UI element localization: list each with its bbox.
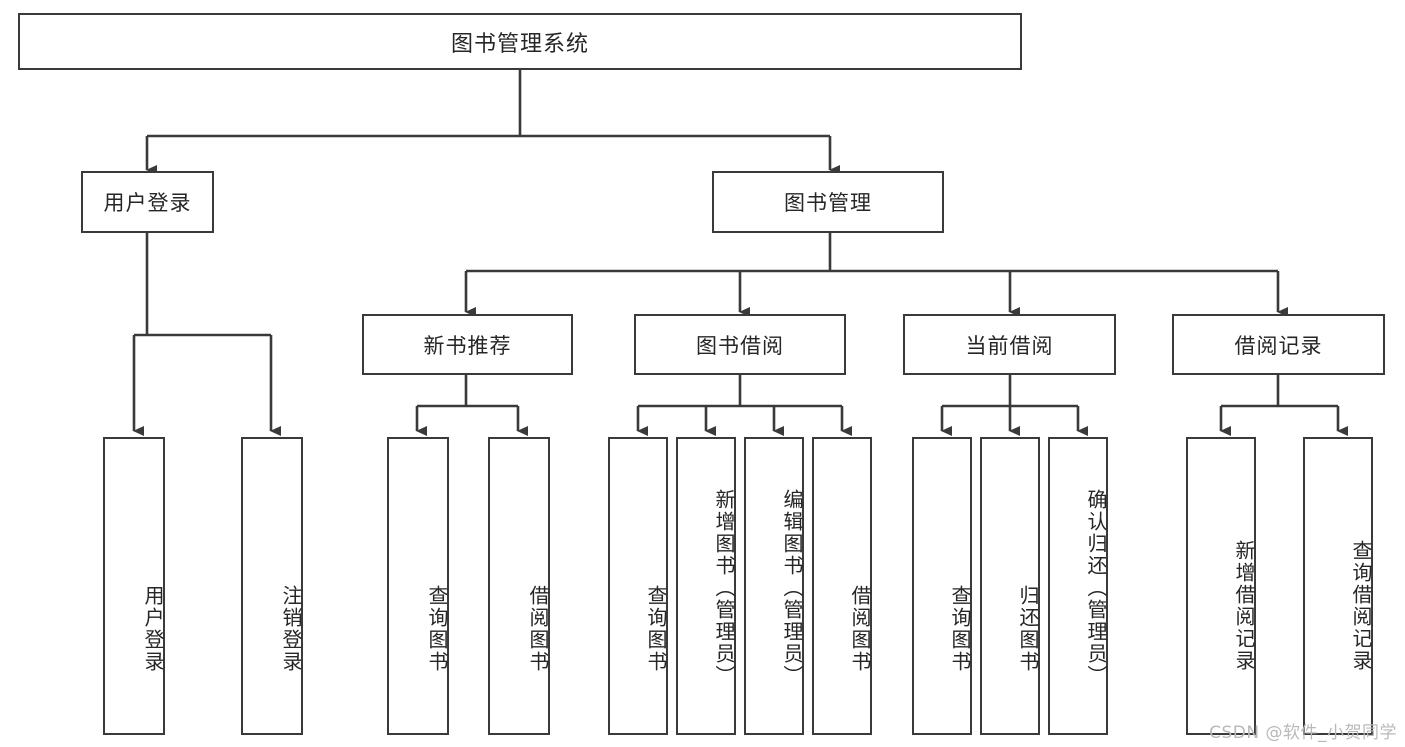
node-leaf-book-borrow-action[interactable]: 借阅图书: [812, 437, 872, 735]
node-leaf-newbook-borrow-label: 借阅图书: [526, 585, 550, 673]
node-user-login[interactable]: 用户登录: [81, 171, 214, 233]
node-leaf-newbook-borrow[interactable]: 借阅图书: [488, 437, 550, 735]
node-book-borrow[interactable]: 图书借阅: [634, 314, 846, 375]
node-leaf-book-add[interactable]: 新增图书（管理员）: [676, 437, 736, 735]
node-leaf-user-login[interactable]: 用户登录: [103, 437, 165, 735]
node-book-manage[interactable]: 图书管理: [712, 171, 944, 233]
node-leaf-confirm-return-label: 确认归还（管理员）: [1084, 488, 1108, 687]
node-book-manage-label: 图书管理: [784, 191, 872, 215]
node-borrow-record[interactable]: 借阅记录: [1172, 314, 1385, 375]
watermark: CSDN @软件_小贺同学: [1209, 723, 1397, 743]
node-leaf-book-add-label: 新增图书（管理员）: [712, 488, 736, 687]
node-leaf-add-record[interactable]: 新增借阅记录: [1186, 437, 1256, 735]
node-root-label: 图书管理系统: [450, 31, 589, 57]
node-borrow-record-label: 借阅记录: [1234, 333, 1323, 358]
node-user-login-label: 用户登录: [103, 191, 192, 215]
node-leaf-return-book-label: 归还图书: [1016, 585, 1040, 673]
node-leaf-borrow-query-label: 查询图书: [644, 585, 668, 673]
node-leaf-current-query-label: 查询图书: [948, 585, 972, 673]
node-leaf-current-query[interactable]: 查询图书: [912, 437, 972, 735]
node-new-book-recommend[interactable]: 新书推荐: [362, 314, 573, 375]
node-current-borrow-label: 当前借阅: [965, 333, 1054, 358]
node-book-borrow-label: 图书借阅: [696, 333, 784, 358]
node-leaf-user-login-label: 用户登录: [141, 585, 165, 673]
node-leaf-book-edit[interactable]: 编辑图书（管理员）: [744, 437, 804, 735]
node-root[interactable]: 图书管理系统: [18, 13, 1022, 70]
node-leaf-newbook-query-label: 查询图书: [425, 585, 449, 673]
node-leaf-borrow-query[interactable]: 查询图书: [608, 437, 668, 735]
node-leaf-book-edit-label: 编辑图书（管理员）: [780, 488, 804, 687]
node-leaf-user-logout[interactable]: 注销登录: [241, 437, 303, 735]
node-leaf-confirm-return[interactable]: 确认归还（管理员）: [1048, 437, 1108, 735]
node-new-book-recommend-label: 新书推荐: [423, 333, 512, 358]
node-current-borrow[interactable]: 当前借阅: [903, 314, 1116, 375]
node-leaf-book-borrow-action-label: 借阅图书: [848, 585, 872, 673]
node-leaf-newbook-query[interactable]: 查询图书: [387, 437, 449, 735]
node-leaf-query-record-label: 查询借阅记录: [1349, 540, 1373, 672]
node-leaf-return-book[interactable]: 归还图书: [980, 437, 1040, 735]
node-leaf-add-record-label: 新增借阅记录: [1232, 540, 1256, 672]
node-leaf-query-record[interactable]: 查询借阅记录: [1303, 437, 1373, 735]
node-leaf-user-logout-label: 注销登录: [279, 585, 303, 673]
